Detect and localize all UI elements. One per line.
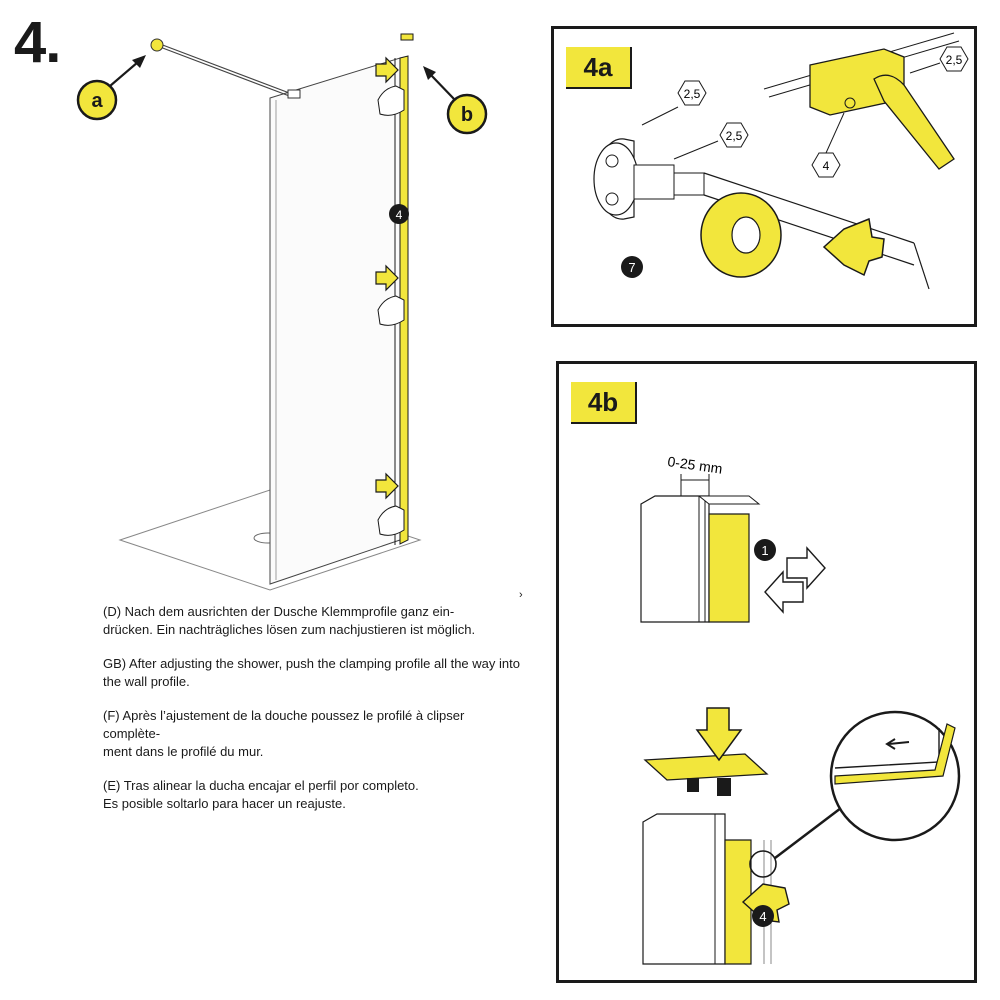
svg-text:›: ›: [519, 589, 523, 600]
connector-rod: [593, 138, 930, 290]
gap-dimension: 0-25 mm: [667, 453, 724, 496]
shower-panel-figure: a b 4 ›: [76, 33, 523, 600]
dimension-label-2: 2,5: [673, 122, 749, 160]
top-cap: [400, 33, 414, 41]
panel-4a-tag: 4a: [566, 47, 632, 89]
svg-text:2,5: 2,5: [946, 53, 963, 67]
push-arrow-down: [695, 707, 743, 762]
part-4-label: 4: [396, 208, 403, 222]
part-7-marker: 7: [621, 256, 643, 278]
svg-text:1: 1: [761, 543, 768, 558]
panel-4b: 0-25 mm 1 4: [556, 361, 977, 983]
instruction-de: (D) Nach dem ausrichten der Dusche Klemm…: [103, 604, 476, 637]
svg-text:4: 4: [823, 159, 830, 173]
callout-b-label: b: [461, 104, 473, 126]
instruction-text: (D) Nach dem ausrichten der Dusche Klemm…: [103, 603, 523, 829]
stabilizer-bar: [150, 38, 301, 99]
push-arrow-left: [764, 570, 804, 614]
lower-wall-profile: [642, 813, 772, 965]
part-4-marker: 4: [752, 905, 774, 927]
callout-b: b: [423, 66, 488, 135]
yellow-rosette: [700, 192, 782, 278]
push-arrow: [822, 217, 885, 277]
push-arrow-middle: [375, 264, 399, 292]
push-arrow-bottom: [375, 472, 399, 500]
wall-mount-detail: 2,5 2,5 2,5 4 7: [593, 32, 969, 290]
clamp-profile-detail: 0-25 mm 1 4: [640, 453, 961, 965]
callout-a-label: a: [91, 90, 103, 112]
svg-text:2,5: 2,5: [684, 87, 701, 101]
top-cap: [643, 753, 769, 796]
dimension-label-3: 2,5: [909, 46, 969, 74]
part-4-marker: 4: [811, 112, 845, 178]
gap-label: 0-25 mm: [667, 453, 724, 477]
panel-4a: 2,5 2,5 2,5 4 7 4a: [551, 26, 977, 327]
hand-icon: [377, 85, 405, 536]
upper-wall-profile: [640, 495, 761, 623]
callout-a: a: [76, 55, 146, 121]
part-4-marker: 4: [389, 204, 409, 224]
svg-text:7: 7: [628, 260, 635, 275]
instruction-es: (E) Tras alinear la ducha encajar el per…: [103, 778, 419, 811]
wall-clamp: [763, 32, 960, 170]
glass-panel: [269, 57, 401, 585]
push-arrow-right: [786, 546, 826, 590]
part-1-marker: 1: [754, 539, 776, 561]
step-number: 4.: [14, 10, 61, 75]
push-arrow-top: [375, 56, 399, 84]
instruction-en: GB) After adjusting the shower, push the…: [103, 656, 520, 689]
dimension-label-1: 2,5: [641, 80, 707, 126]
instruction-fr: (F) Après l’ajustement de la douche pous…: [103, 708, 465, 759]
magnifier-detail: [749, 710, 961, 878]
svg-text:2,5: 2,5: [726, 129, 743, 143]
panel-4b-tag: 4b: [571, 382, 637, 424]
svg-text:4: 4: [759, 909, 766, 924]
